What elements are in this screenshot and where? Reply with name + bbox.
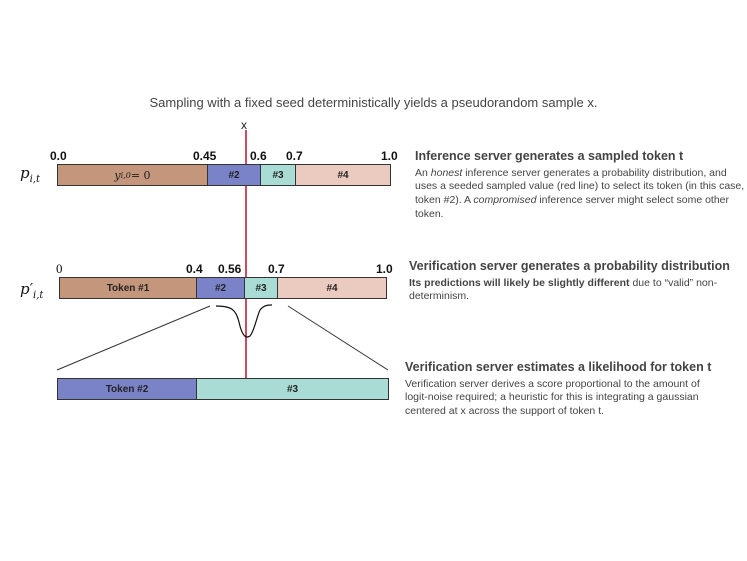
row1-segment-token4: #4 [296, 165, 390, 185]
verification-likelihood-body: Verification server derives a score prop… [405, 377, 700, 417]
row2-segment-token4: #4 [278, 278, 386, 298]
verification-distribution-body: Its predictions will likely be slightly … [409, 276, 718, 303]
verification-distribution-title: Verification server generates a probabil… [409, 259, 730, 273]
zoom-line-right [287, 305, 389, 371]
verification-likelihood-text-block: Verification server estimates a likeliho… [405, 360, 720, 419]
gaussian-curve [215, 304, 273, 338]
verification-distribution-text-block: Verification server generates a probabil… [409, 259, 739, 304]
row1-tick-1: 0.45 [193, 149, 217, 163]
row1-label: pi,t [20, 164, 41, 185]
inference-text-block: Inference server generates a sampled tok… [415, 149, 745, 221]
row2-segment-token3: #3 [245, 278, 278, 298]
row2-tick-3: 0.7 [268, 262, 285, 276]
row2-segment-token2: #2 [197, 278, 245, 298]
row1-tick-3: 0.7 [286, 149, 303, 163]
row2-segment-token1: Token #1 [60, 278, 197, 298]
row2-tick-1: 0.4 [186, 262, 203, 276]
row3-segment-token3: #3 [197, 379, 388, 399]
row2-label: p′i,t [20, 280, 44, 301]
zoom-line-left [56, 305, 211, 371]
row3-bar: Token #2 #3 [57, 378, 389, 400]
row1-segment-token3: #3 [261, 165, 296, 185]
row1-tick-2: 0.6 [250, 149, 267, 163]
inference-title: Inference server generates a sampled tok… [415, 149, 684, 163]
row2-tick-4: 1.0 [376, 262, 393, 276]
diagram-caption: Sampling with a fixed seed deterministic… [149, 95, 598, 110]
inference-body: An honest inference server generates a p… [415, 166, 745, 220]
row3-segment-token2: Token #2 [58, 379, 197, 399]
row2-tick-0: 0 [56, 261, 63, 276]
row1-segment-token2: #2 [208, 165, 261, 185]
row1-tick-0: 0.0 [50, 149, 67, 163]
row2-bar: Token #1 #2 #3 #4 [59, 277, 387, 299]
sample-label: x [241, 118, 247, 132]
row1-tick-4: 1.0 [381, 149, 398, 163]
row2-tick-2: 0.56 [218, 262, 242, 276]
verification-likelihood-title: Verification server estimates a likeliho… [405, 360, 712, 374]
